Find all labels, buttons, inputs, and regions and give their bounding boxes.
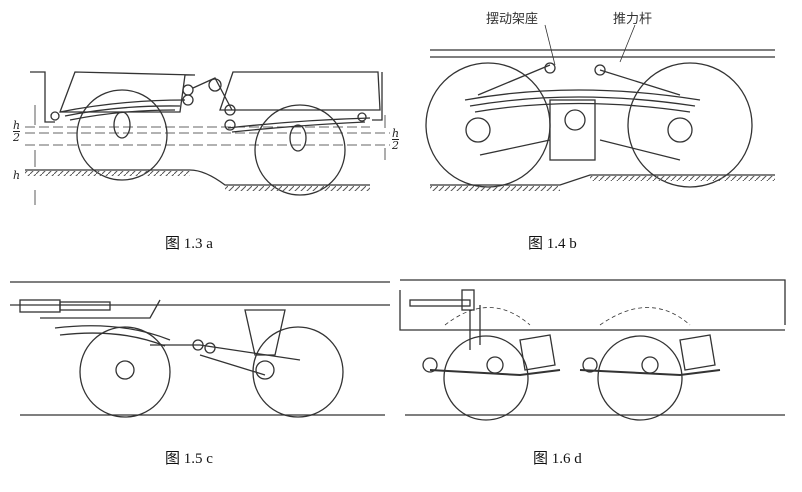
caption-fig-c: 图 1.5 c	[165, 451, 213, 467]
swing-seat-label: 摆动架座	[486, 12, 539, 27]
figure-b-drawing	[425, 24, 775, 191]
caption-fig-b: 图 1.4 b	[528, 236, 577, 252]
thrust-rod-label: 推力杆	[613, 12, 653, 27]
figure-a-drawing	[25, 71, 390, 205]
h-label: h	[13, 169, 21, 182]
caption-fig-d: 图 1.6 d	[533, 451, 582, 467]
figure-d-drawing	[399, 279, 786, 421]
caption-fig-a: 图 1.3 a	[165, 236, 213, 252]
figure-c-drawing	[10, 281, 390, 418]
